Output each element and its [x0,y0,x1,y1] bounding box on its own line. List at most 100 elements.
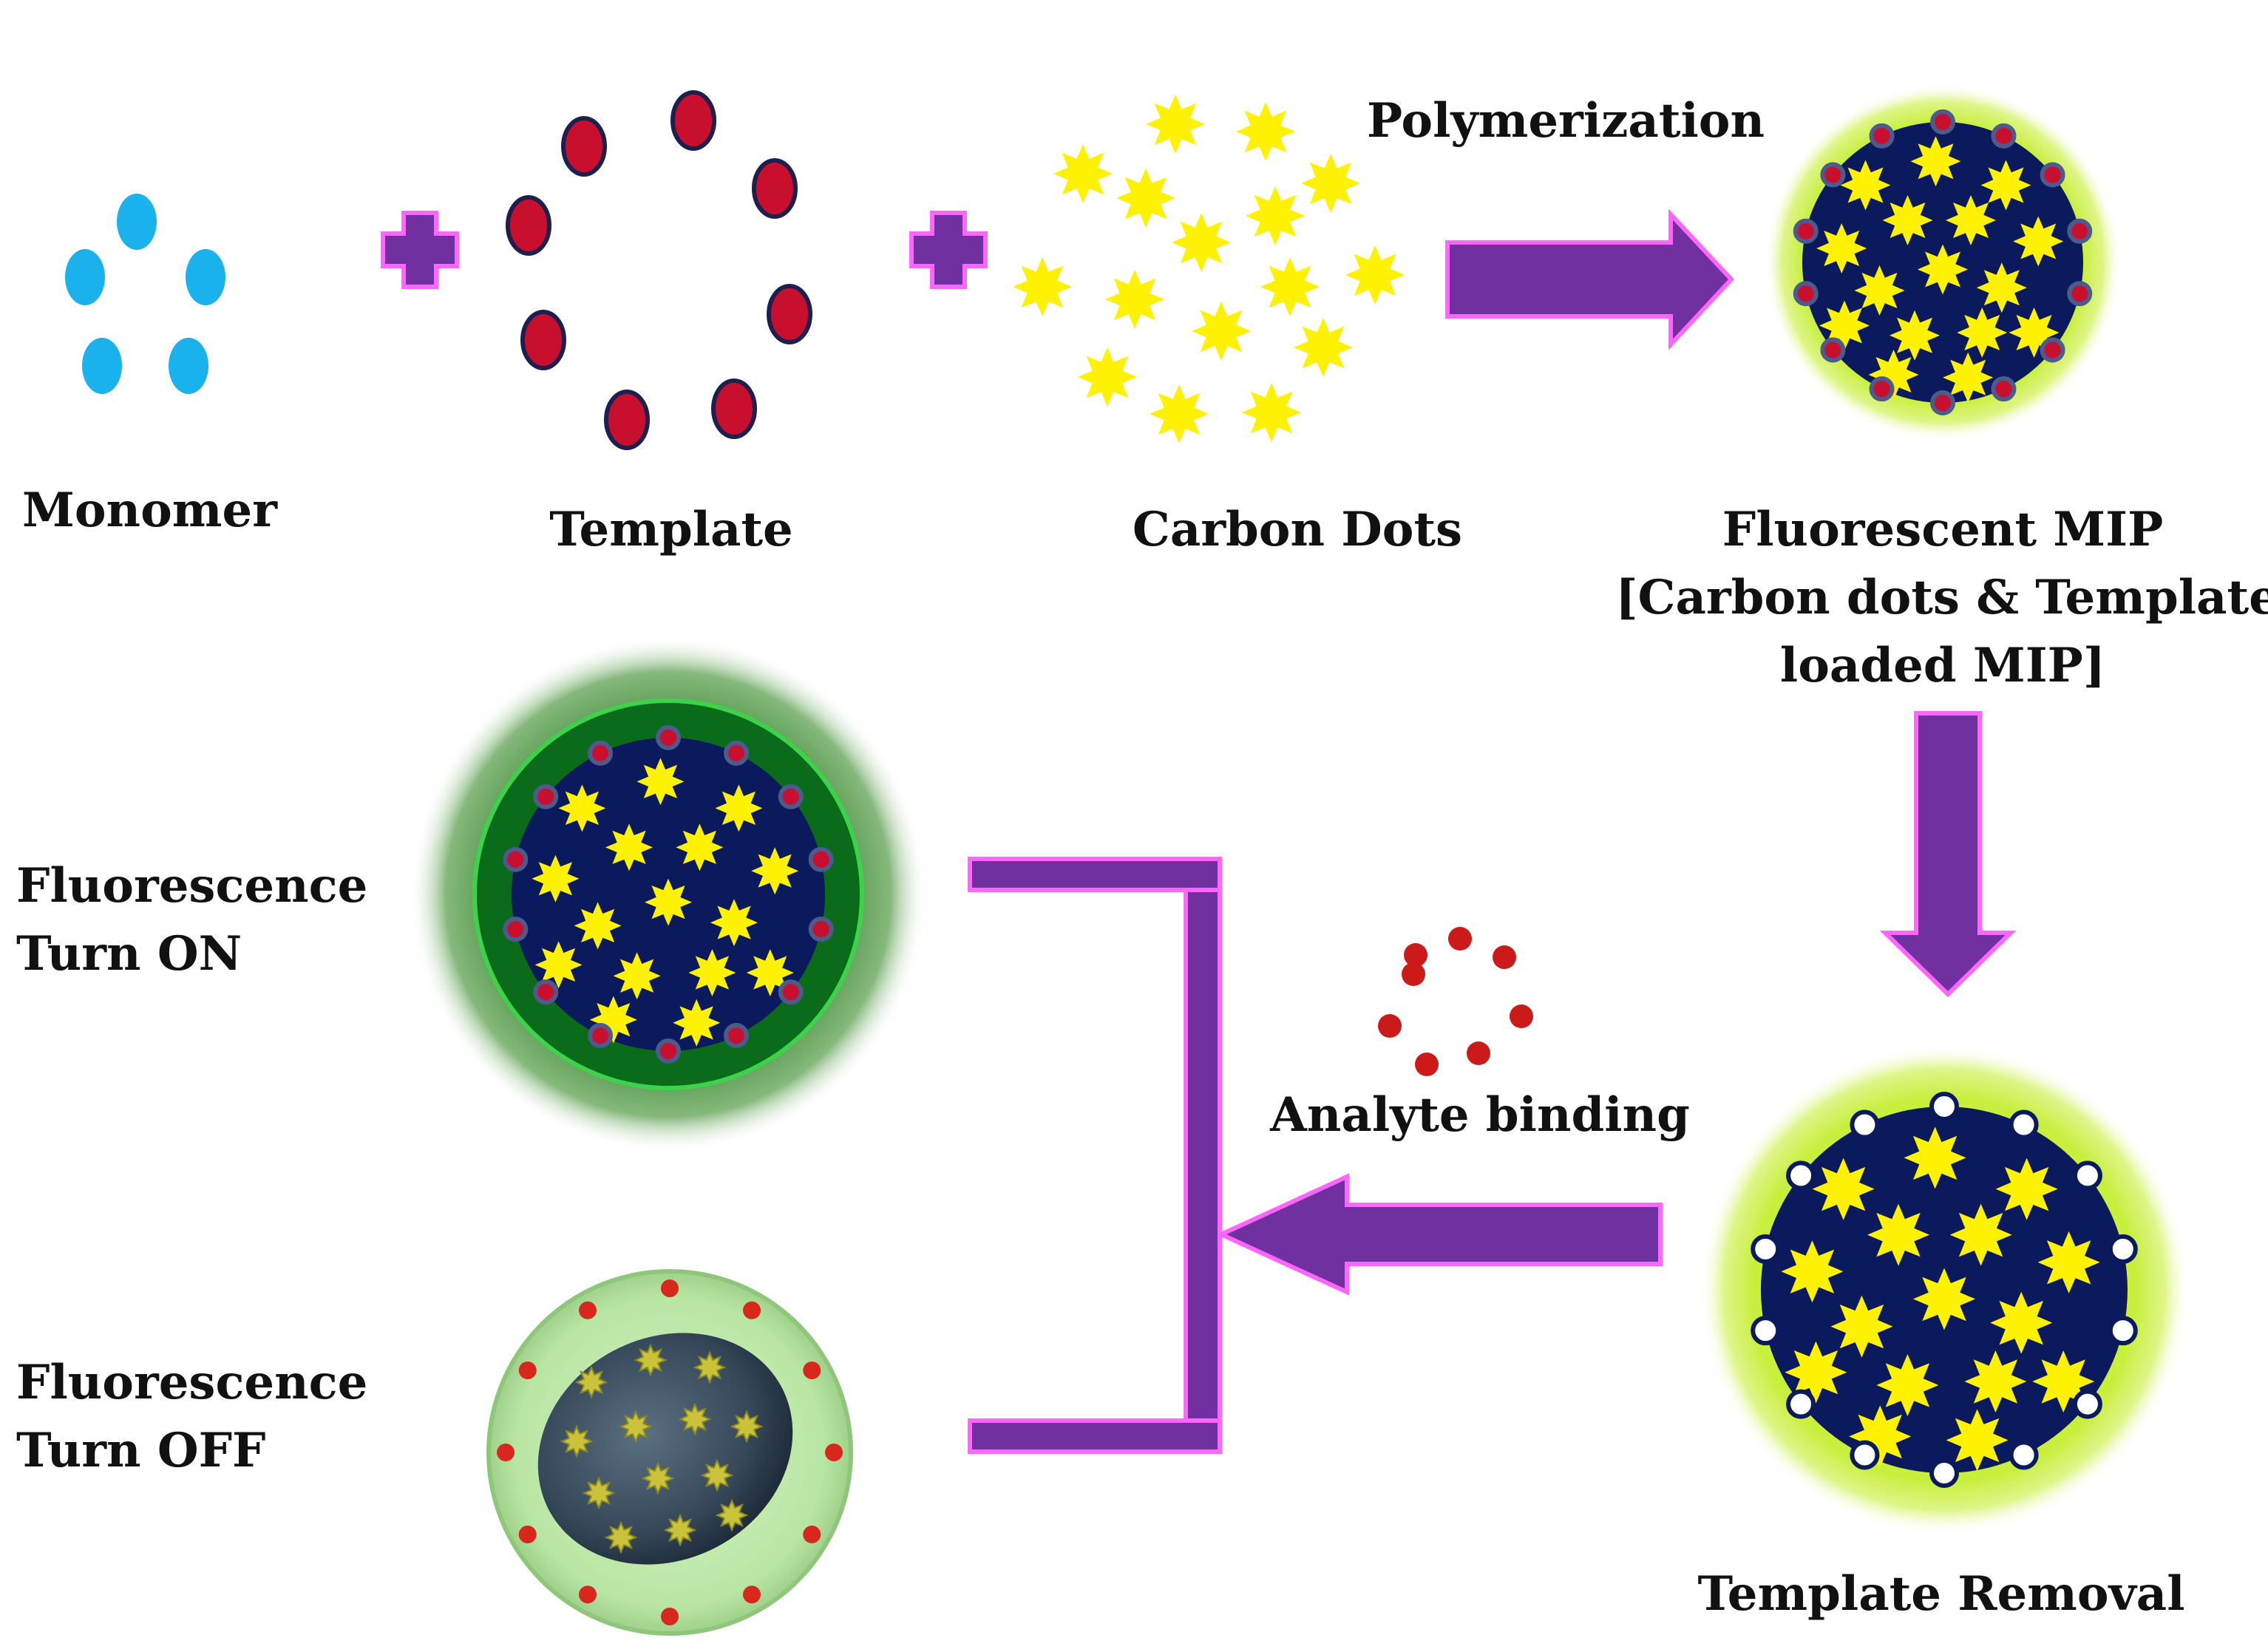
bound-analyte [518,1526,537,1543]
monomer-molecule [169,338,208,394]
bound-template [2040,162,2065,188]
star-icon [1013,257,1072,316]
template-molecule [506,195,551,256]
template-removal-label: Template Removal [1697,1566,2184,1622]
analyte-binding-label: Analyte binding [1269,1087,1690,1143]
star-icon [1172,213,1231,272]
star-icon [604,1520,638,1554]
monomer-molecule [117,194,157,250]
empty-cavity [1850,1109,1880,1140]
empty-cavity [1786,1389,1816,1419]
star-icon [1781,1240,1844,1303]
star-icon [1150,384,1209,443]
star-icon [560,1424,594,1458]
empty-cavity [1929,1458,1959,1488]
template-group [506,90,812,450]
turn-on-mip-particle [410,636,927,1153]
star-icon [1949,1203,2012,1266]
empty-cavity [2009,1109,2039,1140]
monomer-label: Monomer [22,483,278,538]
star-icon [532,854,580,903]
carbon-dots-group [1013,95,1405,443]
bound-template [1869,123,1895,149]
analyte-group [1378,927,1533,1076]
bound-analyte [661,1608,679,1625]
bound-template [723,1023,749,1049]
bound-template [723,740,749,766]
star-icon [1882,195,1933,245]
polymerization-label: Polymerization [1367,93,1765,149]
star-icon [1980,160,2031,211]
empty-cavity [1751,1316,1781,1346]
bound-analyte [579,1301,597,1319]
bound-template [533,979,559,1005]
star-icon [673,999,721,1047]
star-icon [1192,302,1251,361]
template-molecule [520,310,566,370]
plus-icon [381,211,459,289]
empty-cavity [1850,1440,1880,1470]
arrow-icon [1445,208,1735,350]
empty-cavity [1929,1092,1959,1121]
analyte-molecule [1510,1005,1533,1028]
star-icon [1990,1291,2053,1354]
bound-analyte [497,1444,515,1461]
bound-template [2040,337,2065,363]
star-icon [1301,154,1360,213]
star-icon [1946,1409,2009,1472]
star-icon [688,949,736,996]
bound-analyte [825,1444,843,1461]
bound-template [503,917,529,942]
bound-template [1869,376,1895,402]
arrow-icon [1879,711,2017,998]
bound-analyte [803,1526,821,1543]
star-icon [676,823,724,871]
star-icon [1236,102,1295,161]
star-icon [534,941,583,989]
monomer-molecule [82,338,122,394]
template-molecule [767,284,812,344]
star-icon [1812,1158,1875,1220]
empty-cavity [2108,1234,2138,1264]
star-icon [1904,1126,1966,1189]
star-icon [715,784,763,832]
star-icon [1116,169,1175,228]
bound-template [1820,162,1846,188]
star-icon [634,1343,668,1377]
arrow-icon [1215,1173,1663,1296]
template-molecule [561,116,607,177]
fluorescent-mip-detail-line2: loaded MIP] [1780,638,2105,693]
star-icon [1913,1268,1975,1330]
star-icon [1345,245,1405,305]
empty-cavity [2072,1160,2102,1191]
monomer-molecule [186,249,225,305]
star-icon [619,1410,653,1444]
star-icon [605,823,653,871]
star-icon [1146,95,1205,154]
bound-template [808,846,834,872]
bound-template [1991,376,2017,402]
star-icon [1105,270,1164,329]
star-icon [1976,262,2027,313]
star-icon [678,1402,712,1436]
star-icon [1854,265,1905,316]
bound-template [778,979,804,1005]
empty-cavity [1751,1234,1781,1264]
bound-template [1991,123,2017,149]
star-icon [715,1498,749,1532]
star-icon [1995,1158,2058,1220]
star-icon [1890,310,1940,361]
bound-analyte [661,1279,679,1297]
star-icon [2013,216,2064,267]
empty-cavity [1786,1160,1816,1191]
star-icon [558,784,606,832]
star-icon [1910,136,1961,187]
turn-off-label-line2: Turn OFF [16,1423,265,1478]
bound-template [1793,281,1819,307]
analyte-molecule [1378,1014,1402,1038]
bound-template [2067,281,2093,307]
star-icon [1918,244,1968,295]
monomer-molecule [65,249,105,305]
template-removed-mip-particle [1699,1044,2190,1535]
